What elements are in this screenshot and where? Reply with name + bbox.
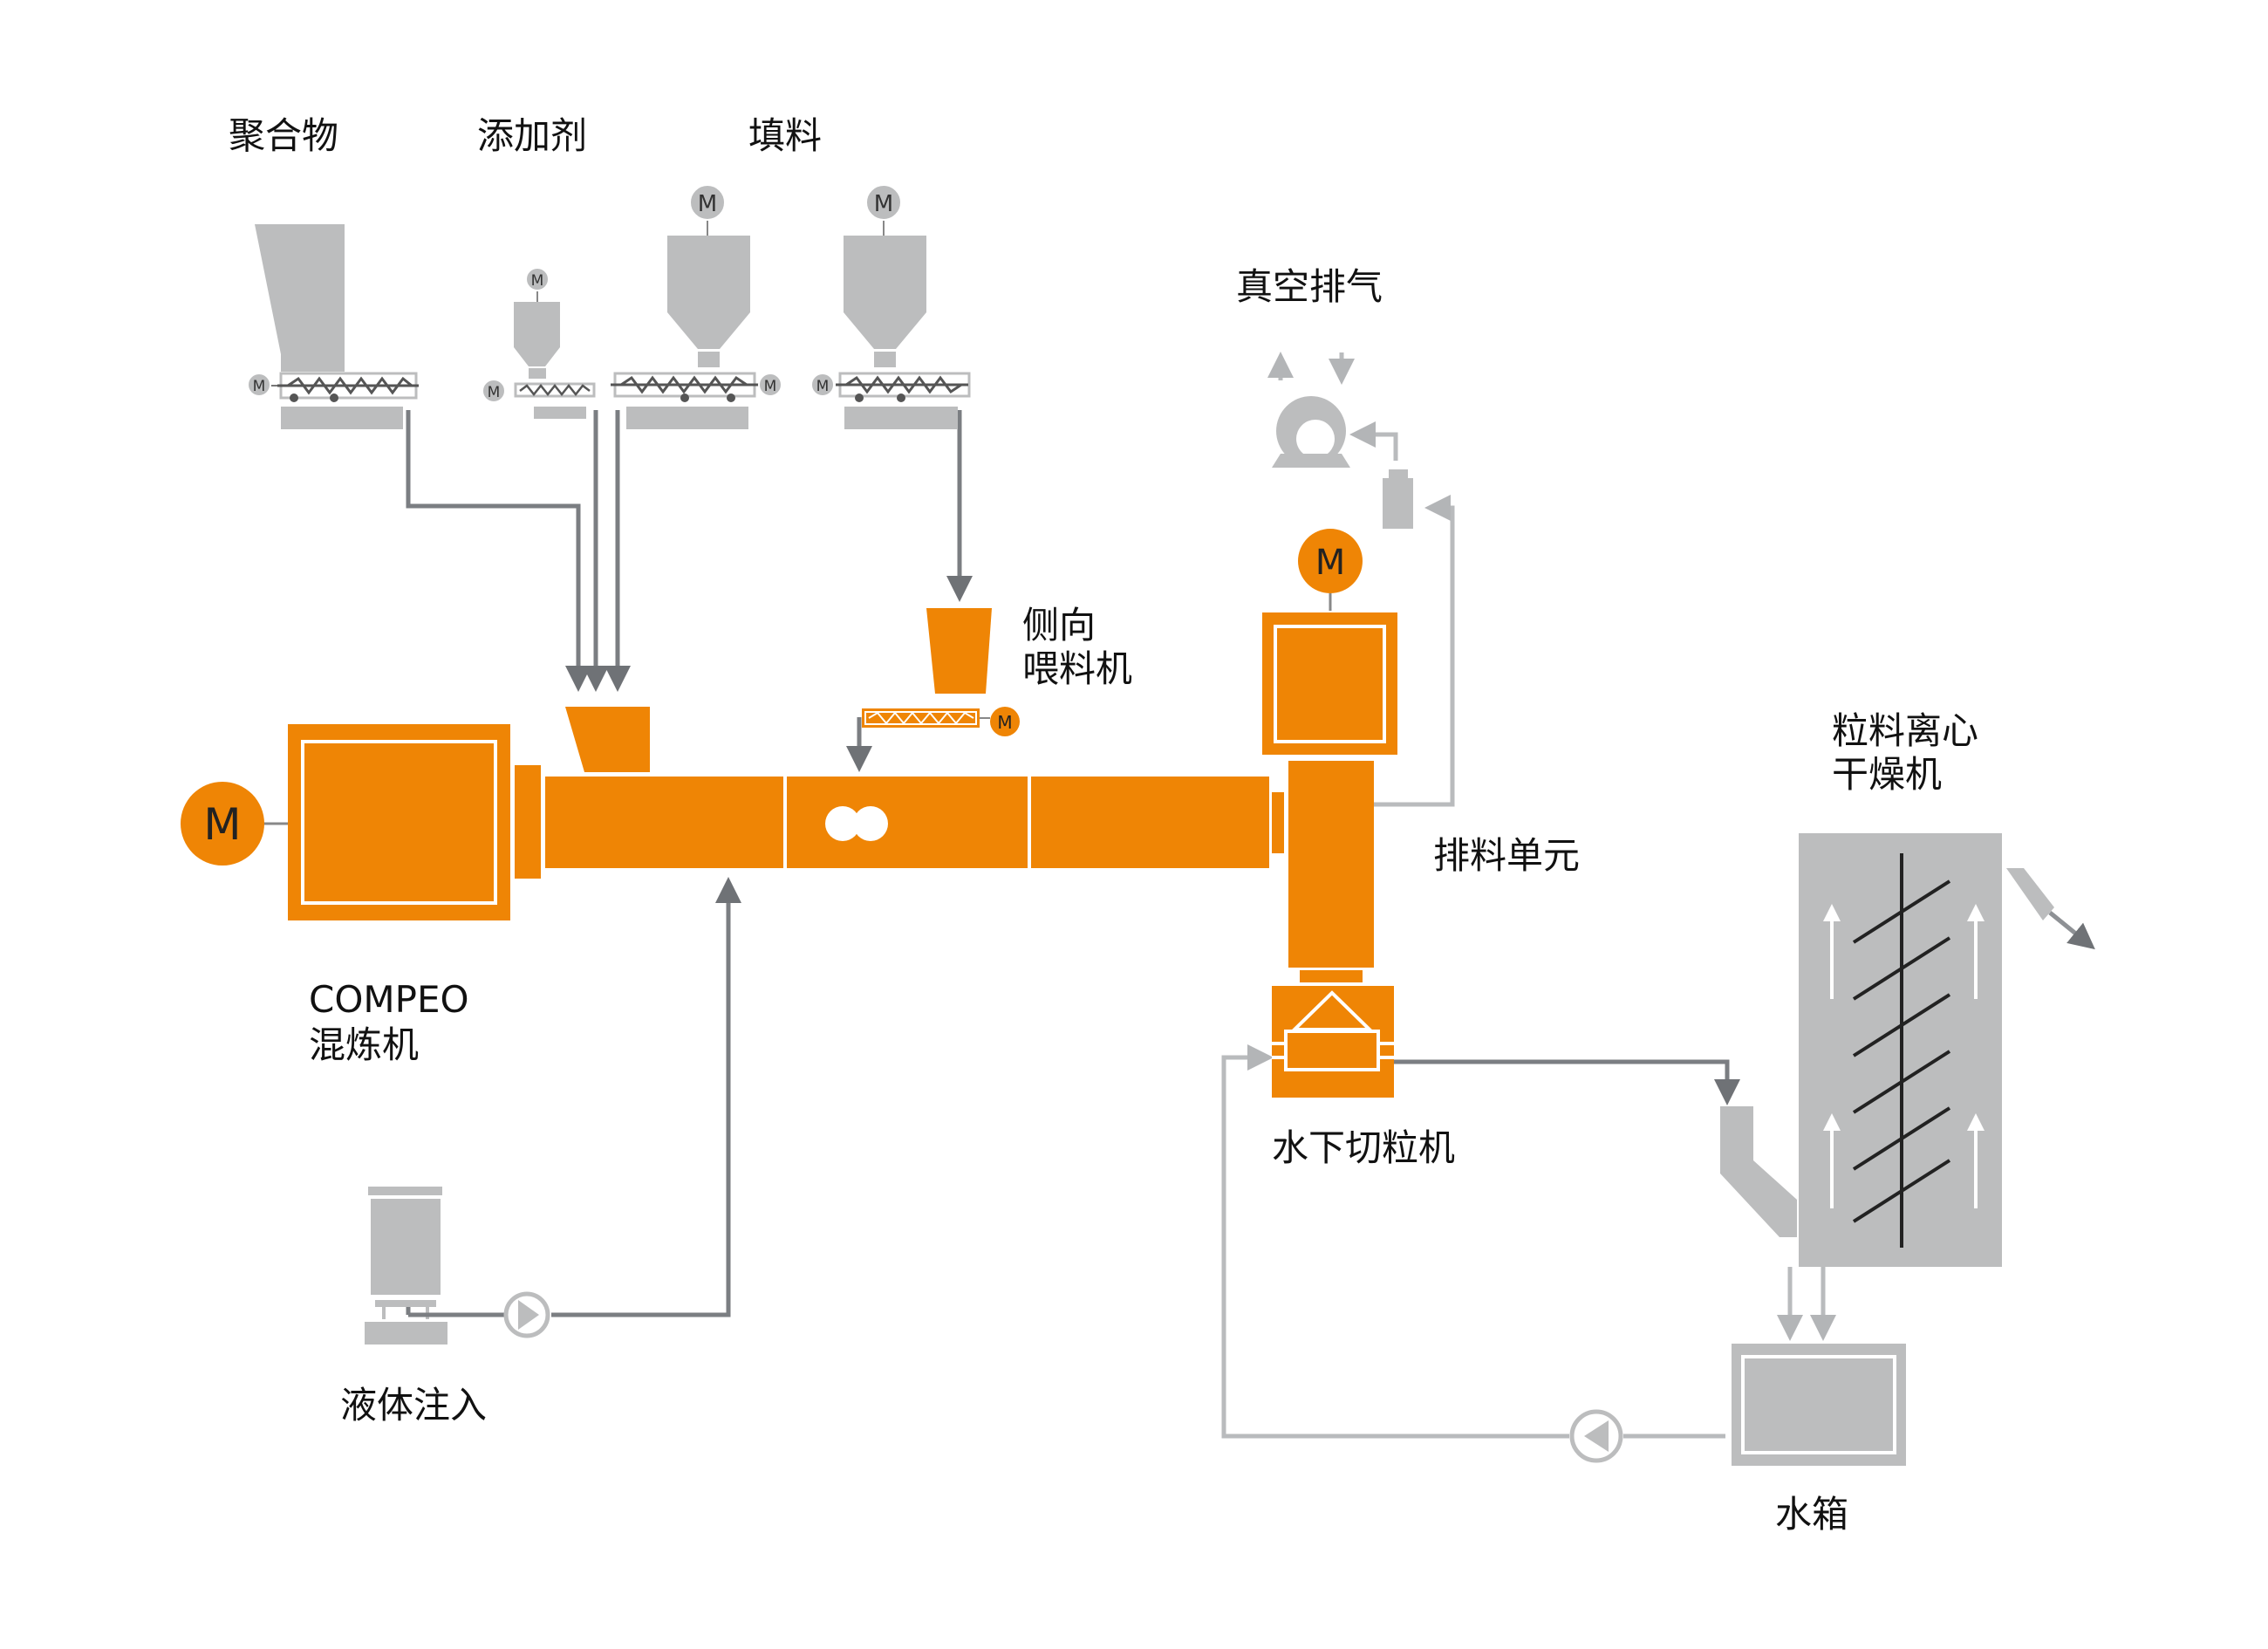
side-feeder: M (862, 608, 1020, 736)
motor-label: M (253, 378, 266, 395)
discharge-unit: M (1262, 529, 1397, 982)
water-tank-label: 水箱 (1775, 1493, 1849, 1536)
filler-label: 填料 (748, 114, 823, 157)
vacuum-label: 真空排气 (1236, 265, 1383, 308)
vacuum-connect-line (1349, 421, 1398, 461)
compeo-kneader (262, 707, 1284, 920)
dryer-outlet-chute (2006, 868, 2054, 920)
dryer-label-line1: 粒料离心 (1832, 709, 1979, 752)
end-flange (1272, 792, 1284, 853)
water-tank (1732, 1344, 1906, 1466)
side-filler-feeder (836, 218, 971, 429)
main-hopper (565, 707, 650, 772)
main-motor: M (181, 782, 264, 866)
dryer-inlet-chute (1720, 1106, 1797, 1237)
motor-icon: M (525, 267, 550, 291)
barrel (545, 777, 1269, 868)
screw-right (853, 806, 888, 841)
dryer-label-line2: 干燥机 (1832, 753, 1943, 796)
dryer-exit-line (2048, 911, 2095, 950)
motor-label: M (764, 378, 777, 395)
motor-icon: M (758, 373, 782, 397)
motor-label: M (874, 191, 893, 217)
vacuum-line (1374, 495, 1455, 807)
motor-icon: M (689, 184, 726, 221)
motor-label: M (203, 799, 241, 850)
gearbox (288, 724, 510, 920)
polymer-feeder (255, 224, 419, 429)
centrifugal-dryer (1720, 833, 2054, 1267)
compeo-label-line2: 混炼机 (309, 1023, 420, 1066)
polymer-label: 聚合物 (229, 114, 339, 157)
pelletizer-label: 水下切粒机 (1272, 1126, 1456, 1169)
motor-label: M (997, 712, 1012, 733)
side-feeder-label-line2: 喂料机 (1022, 647, 1133, 690)
feeder-motors: M M M M M M M (247, 184, 902, 403)
liquid-injection (365, 1187, 506, 1345)
motor-label: M (816, 378, 830, 395)
water-lines (1221, 352, 2095, 1439)
motor-icon: M (810, 373, 835, 397)
additive-feeder (514, 289, 596, 419)
additive-label: 添加剂 (477, 114, 588, 157)
pellet-transfer-line (1394, 1059, 1740, 1105)
discharge-label: 排料单元 (1433, 834, 1581, 877)
polymer-hopper (255, 224, 345, 354)
water-pump-icon (1569, 1409, 1623, 1463)
liquid-feed-line (551, 877, 741, 1317)
water-return-line-2 (1221, 1044, 1569, 1439)
side-feeder-label-line1: 侧向 (1022, 604, 1096, 647)
motor-icon: M (482, 379, 506, 403)
liquid-label: 液体注入 (340, 1384, 488, 1427)
motor-label: M (698, 191, 717, 217)
motor-label: M (531, 272, 544, 290)
polymer-scale (281, 407, 403, 429)
motor-icon: M (865, 184, 902, 221)
underwater-pelletizer (1272, 986, 1394, 1098)
motor-label: M (488, 384, 501, 401)
polymer-feed-line (406, 410, 591, 692)
compeo-label-line1: COMPEO (309, 978, 469, 1021)
motor-icon: M (247, 373, 271, 397)
vacuum-pump (1272, 396, 1413, 529)
coupling (515, 765, 541, 879)
screw-left (825, 806, 860, 841)
filler-feeder (611, 218, 759, 429)
motor-label: M (1315, 543, 1346, 583)
feed-lines (406, 410, 1740, 1317)
liquid-pump-icon (503, 1291, 550, 1338)
